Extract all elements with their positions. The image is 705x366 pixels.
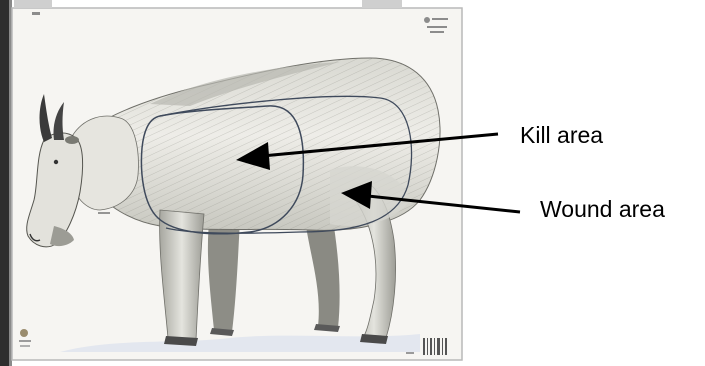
kill-area-label: Kill area [520,124,603,147]
wound-area-label: Wound area [540,198,665,221]
goat-eye [54,160,58,164]
top-tab-left [14,0,52,8]
paper-mark [406,352,414,354]
goat-ear [65,136,79,144]
top-tab-right [362,0,402,8]
scan-edge [0,0,9,366]
